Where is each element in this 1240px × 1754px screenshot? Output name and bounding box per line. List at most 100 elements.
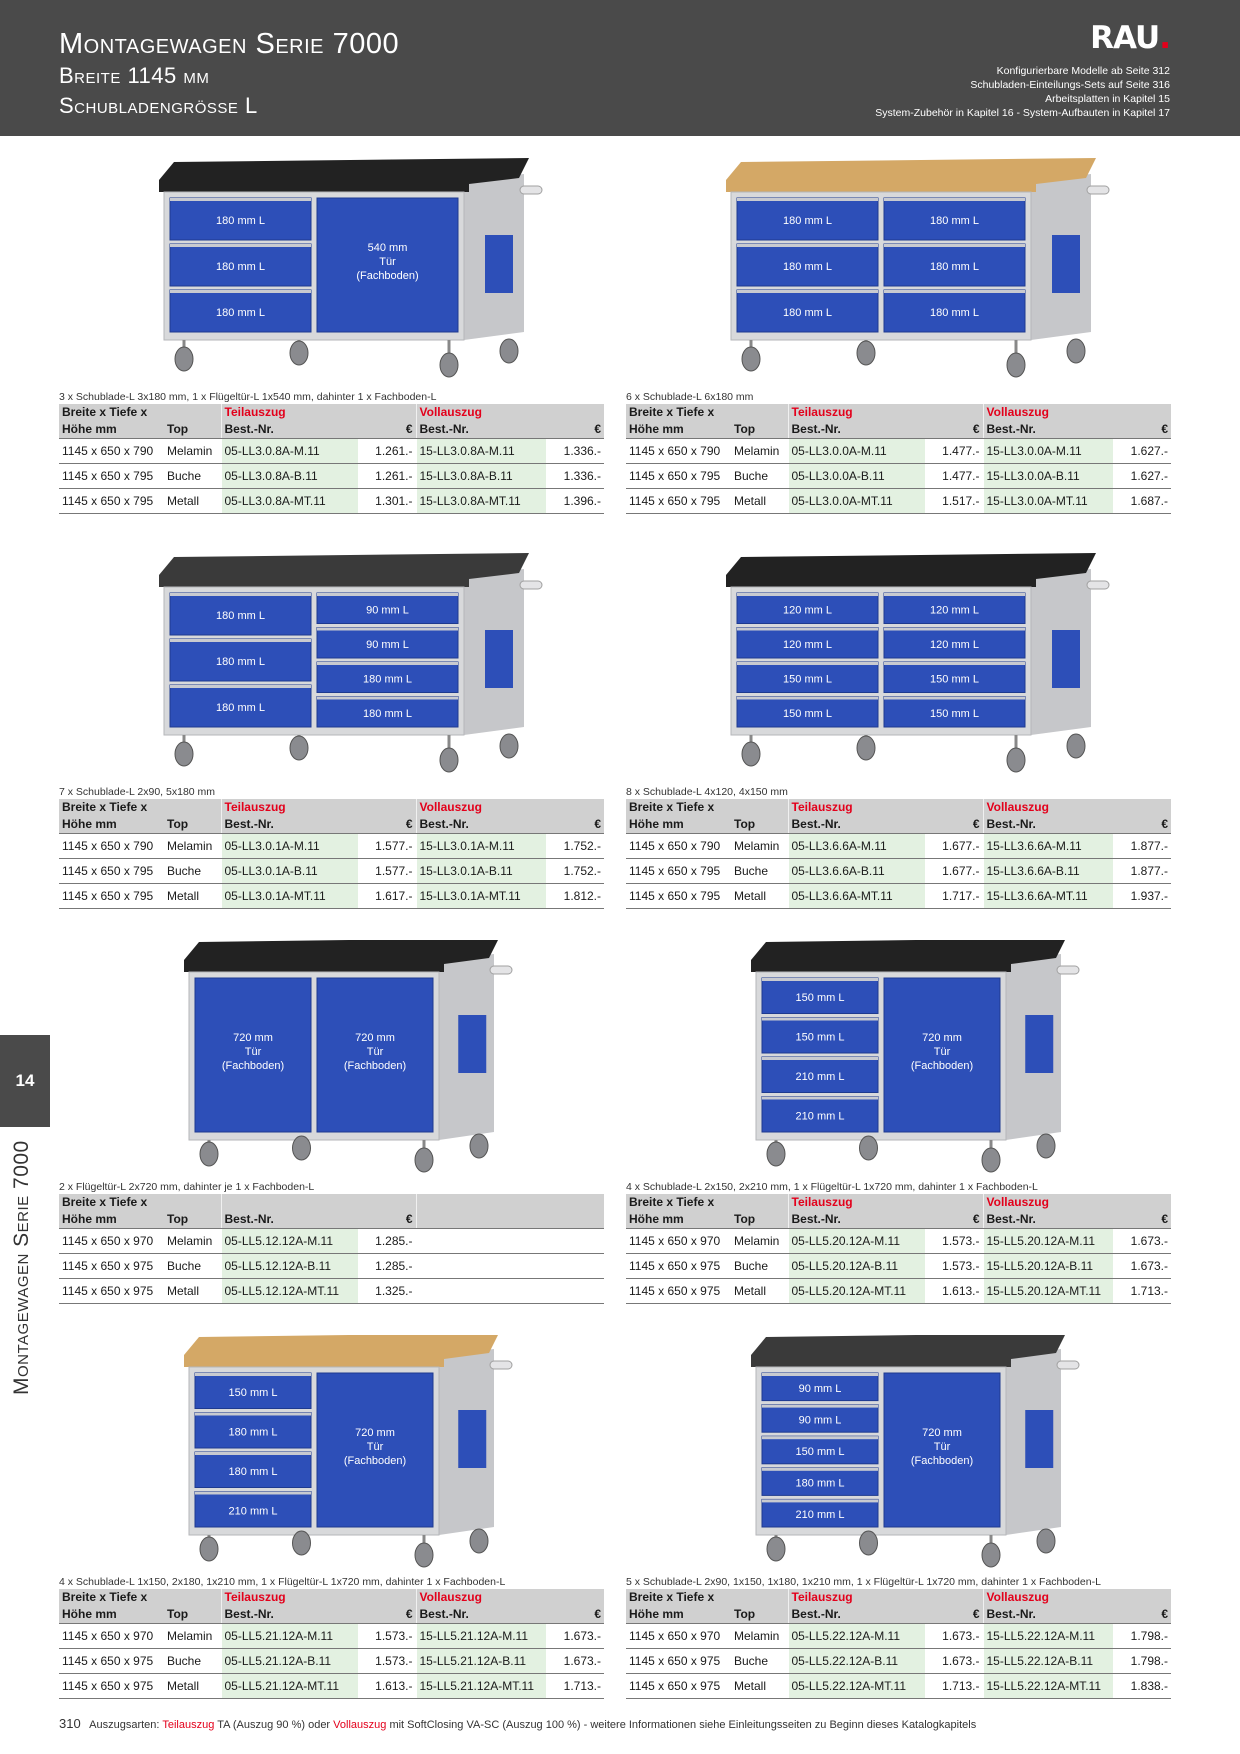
- drawer-handle: [737, 696, 878, 700]
- price-cell: 1.627.-: [1113, 463, 1171, 489]
- table-row: 1145 x 650 x 975 Buche 05-LL5.20.12A-B.1…: [626, 1253, 1171, 1279]
- size-cell: 1145 x 650 x 975: [59, 1278, 164, 1304]
- price-cell: 1.673.-: [546, 1648, 604, 1674]
- drawer-front[interactable]: [883, 696, 1026, 728]
- col-height-header: Höhe mm: [59, 1606, 164, 1624]
- drawer-handle: [170, 639, 311, 642]
- drawer-front[interactable]: [883, 289, 1026, 333]
- col-height-header: Höhe mm: [626, 1606, 731, 1624]
- drawer-front[interactable]: [883, 197, 1026, 241]
- top-cell: Buche: [731, 463, 788, 489]
- drawer-front[interactable]: [169, 592, 312, 636]
- drawer-label: 210 mm L: [229, 1505, 278, 1517]
- drawer-front[interactable]: [761, 1467, 879, 1496]
- product-caption: 5 x Schublade-L 2x90, 1x150, 1x180, 1x21…: [626, 1576, 1101, 1588]
- drawer-handle: [762, 1373, 878, 1376]
- drawer-front[interactable]: [761, 1498, 879, 1528]
- col-order-no-header: Best.-Nr.: [982, 1211, 1113, 1229]
- door-panel[interactable]: [194, 977, 312, 1133]
- product-caption: 2 x Flügeltür-L 2x720 mm, dahinter je 1 …: [59, 1181, 315, 1193]
- drawer-handle: [884, 593, 1025, 596]
- col-size-header: Breite x Tiefe x: [59, 404, 164, 421]
- drawer-handle: [170, 593, 311, 596]
- door-panel[interactable]: [316, 1372, 434, 1528]
- drawer-front[interactable]: [316, 592, 459, 624]
- drawer-front[interactable]: [883, 243, 1026, 287]
- caster-wheel: [292, 1530, 311, 1556]
- price-cell: 1.573.-: [925, 1228, 983, 1254]
- order-number-cell: 15-LL3.0.0A-M.11: [982, 438, 1113, 464]
- drawer-label: 180 mm L: [930, 215, 979, 227]
- drawer-handle: [762, 978, 878, 981]
- table-header-row: Breite x Tiefe x Teilauszug Vollauszug: [626, 799, 1171, 816]
- drawer-front[interactable]: [736, 243, 879, 287]
- drawer-front[interactable]: [761, 1372, 879, 1402]
- door-panel[interactable]: [316, 197, 459, 333]
- col-order-no-header: Best.-Nr.: [982, 1606, 1113, 1624]
- drawer-front[interactable]: [883, 661, 1026, 693]
- drawer-front[interactable]: [194, 1412, 312, 1449]
- order-number-cell: 15-LL3.0.1A-B.11: [415, 858, 546, 884]
- col-order-no-header: Best.-Nr.: [982, 421, 1113, 439]
- push-handle: [1056, 1360, 1080, 1370]
- drawer-front[interactable]: [761, 1056, 879, 1093]
- drawer-front[interactable]: [736, 592, 879, 624]
- col-order-no-header: Best.-Nr.: [220, 1211, 358, 1229]
- size-cell: 1145 x 650 x 975: [59, 1648, 164, 1674]
- worktop-edge: [751, 1355, 1011, 1367]
- price-cell: 1.261.-: [358, 463, 416, 489]
- price-cell: [546, 1253, 604, 1279]
- col-order-no-header: Best.-Nr.: [220, 816, 358, 834]
- top-cell: Metall: [731, 1673, 788, 1699]
- table-header-row: Höhe mm Top Best.-Nr. € Best.-Nr. €: [626, 816, 1171, 834]
- top-cell: Melamin: [164, 833, 221, 859]
- order-number-cell: 05-LL3.0.8A-M.11: [220, 438, 358, 464]
- drawer-front[interactable]: [883, 627, 1026, 659]
- push-handle: [1056, 965, 1080, 975]
- price-cell: 1.673.-: [546, 1623, 604, 1649]
- drawer-front[interactable]: [761, 1435, 879, 1465]
- door-panel[interactable]: [316, 977, 434, 1133]
- order-number-cell: 15-LL3.6.6A-MT.11: [982, 883, 1113, 909]
- door-panel[interactable]: [883, 1372, 1001, 1528]
- product-caption: 7 x Schublade-L 2x90, 5x180 mm: [59, 786, 216, 798]
- caster-wheel: [1036, 1528, 1056, 1554]
- drawer-label: 180 mm L: [930, 261, 979, 273]
- drawer-front[interactable]: [316, 661, 459, 693]
- col-teilauszug-header: Teilauszug: [787, 1194, 925, 1211]
- top-cell: Melamin: [164, 1228, 221, 1254]
- drawer-front[interactable]: [761, 1404, 879, 1433]
- drawer-front[interactable]: [761, 1096, 879, 1133]
- drawer-handle: [884, 198, 1025, 201]
- order-number-cell: 05-LL5.20.12A-MT.11: [787, 1278, 925, 1304]
- caster-wheel: [199, 1536, 219, 1562]
- price-cell: 1.261.-: [358, 438, 416, 464]
- drawer-front[interactable]: [316, 696, 459, 728]
- side-bin: [458, 1410, 487, 1468]
- caster-wheel: [1006, 747, 1026, 773]
- drawer-front[interactable]: [761, 977, 879, 1014]
- drawer-front[interactable]: [736, 289, 879, 333]
- drawer-front[interactable]: [736, 627, 879, 659]
- drawer-handle: [762, 1057, 878, 1060]
- drawer-label: 210 mm L: [796, 1071, 845, 1083]
- table-row: 1145 x 650 x 795 Buche 05-LL3.0.1A-B.11 …: [59, 858, 604, 884]
- drawer-front[interactable]: [194, 1372, 312, 1409]
- door-panel[interactable]: [883, 977, 1001, 1133]
- drawer-front[interactable]: [736, 197, 879, 241]
- table-header-row: Breite x Tiefe x Teilauszug Vollauszug: [626, 1589, 1171, 1606]
- order-number-cell: 15-LL5.22.12A-B.11: [982, 1648, 1113, 1674]
- col-teilauszug-header: Teilauszug: [220, 799, 358, 816]
- table-header-row: Höhe mm Top Best.-Nr. €: [59, 1211, 604, 1229]
- caster-wheel: [439, 352, 459, 378]
- drawer-front[interactable]: [169, 197, 312, 241]
- drawer-front[interactable]: [169, 243, 312, 287]
- price-cell: 1.613.-: [925, 1278, 983, 1304]
- drawer-front[interactable]: [736, 696, 879, 728]
